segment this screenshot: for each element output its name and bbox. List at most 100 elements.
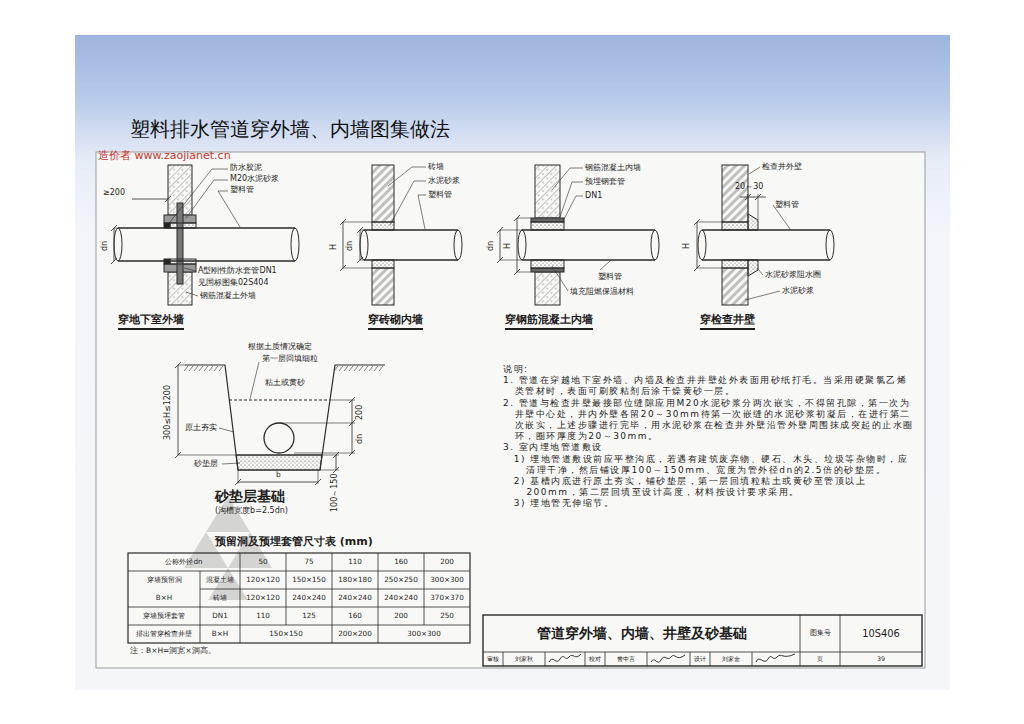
concrete-wall-detail-rect xyxy=(531,222,564,230)
table-cell: 240×240 xyxy=(378,589,424,607)
brick-wall-detail-line xyxy=(364,259,458,260)
manhole-wall-detail-polygon xyxy=(748,260,758,276)
table-cell: 50 xyxy=(240,553,286,571)
title-block-grid-line xyxy=(647,652,648,666)
size-table-grid-line xyxy=(240,553,241,643)
sand-bed-trench-line xyxy=(185,365,225,366)
table-cell: 75 xyxy=(286,553,332,571)
part-label: 水泥砂浆 xyxy=(782,286,814,295)
manhole-wall-detail-line xyxy=(749,167,760,174)
concrete-wall-detail-line xyxy=(514,269,520,275)
table-cell: 180×180 xyxy=(332,571,378,589)
sand-bed-trench-line xyxy=(235,479,241,485)
table-cell: 审核 xyxy=(483,652,503,666)
part-label: b xyxy=(276,471,281,480)
brick-wall-detail-line xyxy=(364,229,458,230)
dimension-label: dn xyxy=(346,241,354,251)
size-table-grid-rect xyxy=(128,553,470,643)
dimension-label: dn xyxy=(487,241,495,251)
manhole-wall-detail xyxy=(694,165,834,305)
title-block-grid-line xyxy=(483,652,922,653)
sand-bed-trench-line xyxy=(349,366,353,371)
table-cell: 200 xyxy=(424,553,470,571)
basement-wall-detail-polyline xyxy=(170,169,228,222)
manhole-wall-detail-line xyxy=(697,268,722,269)
note-text: 3. 室内埋地管道敷设 xyxy=(503,442,915,453)
concrete-wall-detail-line xyxy=(500,260,522,261)
brick-wall-detail-line xyxy=(340,265,346,271)
basement-wall-detail xyxy=(111,165,299,305)
basement-wall-detail-line xyxy=(186,292,198,296)
concrete-wall-detail-line xyxy=(600,261,610,270)
basement-wall-detail-rect xyxy=(170,223,196,228)
sand-bed-trench-line xyxy=(334,366,338,371)
part-label: 检查井外壁 xyxy=(762,162,802,171)
basement-wall-detail-line xyxy=(114,228,118,229)
sand-bed-trench-circle xyxy=(264,423,294,453)
sand-bed-trench-line xyxy=(175,452,181,458)
table-cell: 砖墙 xyxy=(200,589,240,607)
manhole-wall-detail-line xyxy=(755,194,761,200)
concrete-wall-detail-line xyxy=(514,215,520,221)
concrete-wall-detail-rect xyxy=(531,268,564,272)
part-label: 钢筋混凝土内墙 xyxy=(585,163,641,172)
note-text: 说明: xyxy=(503,364,915,375)
sand-bed-trench-line xyxy=(336,455,337,470)
concrete-wall-detail-line xyxy=(517,218,531,219)
basement-wall-detail-line xyxy=(165,196,171,202)
concrete-wall-detail-line xyxy=(552,266,568,291)
concrete-wall-detail-line xyxy=(500,230,522,231)
sand-bed-trench-line xyxy=(199,366,203,371)
part-label: 塑料管 xyxy=(598,272,622,281)
size-table-grid-line xyxy=(378,553,379,643)
sand-bed-trench-line xyxy=(335,365,385,366)
figure-caption: 穿钢筋混凝土内墙 xyxy=(505,314,593,330)
table-cell: 校对 xyxy=(585,652,605,666)
title-block-grid xyxy=(483,615,922,666)
sand-bed-trench xyxy=(175,362,385,485)
manhole-wall-detail-line xyxy=(694,219,700,225)
basement-wall-detail-line xyxy=(118,227,295,228)
table-cell: 穿墙预留洞 xyxy=(128,571,200,589)
dimension-label: dn xyxy=(356,434,364,444)
basement-wall-detail-rect xyxy=(177,203,183,284)
sand-bed-trench-line xyxy=(175,362,181,368)
manhole-wall-detail-line xyxy=(745,291,780,300)
part-label: 塑料管 xyxy=(230,185,254,194)
title-block-grid-rect xyxy=(483,615,922,666)
basement-wall-detail-line xyxy=(132,199,168,200)
part-label: 20～30 xyxy=(735,182,763,191)
sand-bed-trench-line xyxy=(359,366,363,371)
sand-bed-trench-line xyxy=(333,452,339,458)
table-cell: 120×120 xyxy=(240,589,286,607)
table-cell: 管道穿外墙、内墙、井壁及砂基础 xyxy=(483,615,800,652)
dimension-label: dn xyxy=(101,241,109,251)
part-label: 第一层回填细粒 xyxy=(262,354,318,363)
manhole-wall-detail-line xyxy=(697,222,698,268)
title-block-grid-line xyxy=(545,652,546,666)
brick-wall-detail-polyline xyxy=(390,181,426,225)
table-cell: 125 xyxy=(286,607,332,625)
concrete-wall-detail-rect xyxy=(531,260,564,268)
sand-bed-trench-line xyxy=(238,482,318,483)
concrete-wall-detail-polyline xyxy=(560,182,583,217)
concrete-wall-detail-line xyxy=(517,218,518,272)
title-block-grid-line xyxy=(710,652,711,666)
table-cell: 160 xyxy=(332,607,378,625)
sand-bed-trench-line xyxy=(294,453,355,454)
note-text: 1. 管道在穿越地下室外墙、内墙及检查井井壁处外表面用砂纸打毛。当采用硬聚氯乙烯… xyxy=(503,375,915,397)
brick-wall-detail-ellipse xyxy=(454,230,462,260)
basement-wall-detail-polyline xyxy=(218,191,240,227)
figure-caption: 穿检查井壁 xyxy=(700,314,755,330)
table-cell: 370×370 xyxy=(424,589,470,607)
table-cell: 刘家金 xyxy=(710,652,752,666)
sand-bed-trench-polyline xyxy=(225,365,335,470)
notes-block: 说明:1. 管道在穿越地下室外墙、内墙及检查井井壁处外表面用砂纸打毛。当采用硬聚… xyxy=(503,364,915,510)
manhole-wall-detail-rect xyxy=(722,260,748,268)
part-label: (沟槽宽度b=2.5dn) xyxy=(215,506,288,515)
table-cell: 图集号 xyxy=(800,615,840,652)
concrete-wall-detail-ellipse xyxy=(518,230,526,260)
sand-bed-trench-line xyxy=(214,366,218,371)
part-label: 水泥砂浆 xyxy=(428,176,460,185)
basement-wall-detail-line xyxy=(184,268,196,271)
